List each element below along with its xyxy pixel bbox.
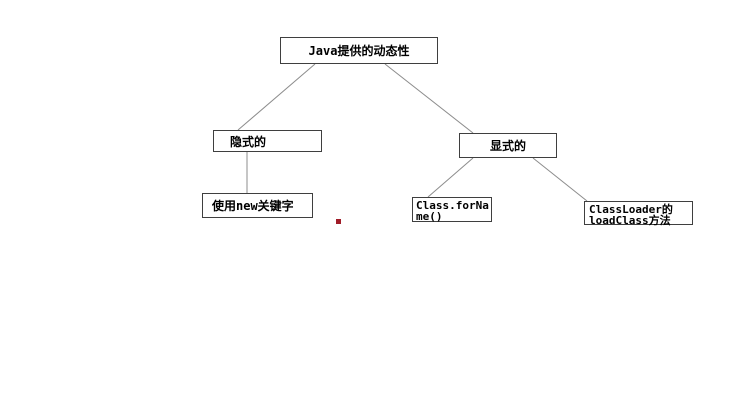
edge-explicit-classloader bbox=[532, 157, 588, 202]
node-class-forname-label-line2: me() bbox=[416, 210, 443, 223]
node-implicit-label: 隐式的 bbox=[230, 134, 267, 149]
node-root-label: Java提供的动态性 bbox=[308, 44, 410, 58]
node-root[interactable]: Java提供的动态性 bbox=[280, 37, 438, 64]
node-new-keyword-label: 使用new关键字 bbox=[212, 199, 294, 213]
red-dot-marker bbox=[336, 219, 341, 224]
node-explicit[interactable]: 显式的 bbox=[459, 133, 557, 158]
edge-root-explicit bbox=[384, 63, 474, 134]
node-explicit-label: 显式的 bbox=[489, 139, 526, 153]
node-implicit[interactable]: 隐式的 bbox=[213, 130, 322, 152]
node-classloader-label-line1: ClassLoader的 bbox=[589, 203, 673, 216]
node-class-forname[interactable]: Class.forNa me() bbox=[412, 197, 492, 222]
edge-explicit-class-forname bbox=[427, 157, 474, 198]
node-classloader-label-line2: loadClass方法 bbox=[589, 214, 671, 227]
node-new-keyword[interactable]: 使用new关键字 bbox=[202, 193, 313, 218]
node-classloader[interactable]: ClassLoader的 loadClass方法 bbox=[584, 201, 693, 227]
node-class-forname-label-line1: Class.forNa bbox=[416, 199, 489, 212]
edge-root-implicit bbox=[237, 63, 316, 131]
